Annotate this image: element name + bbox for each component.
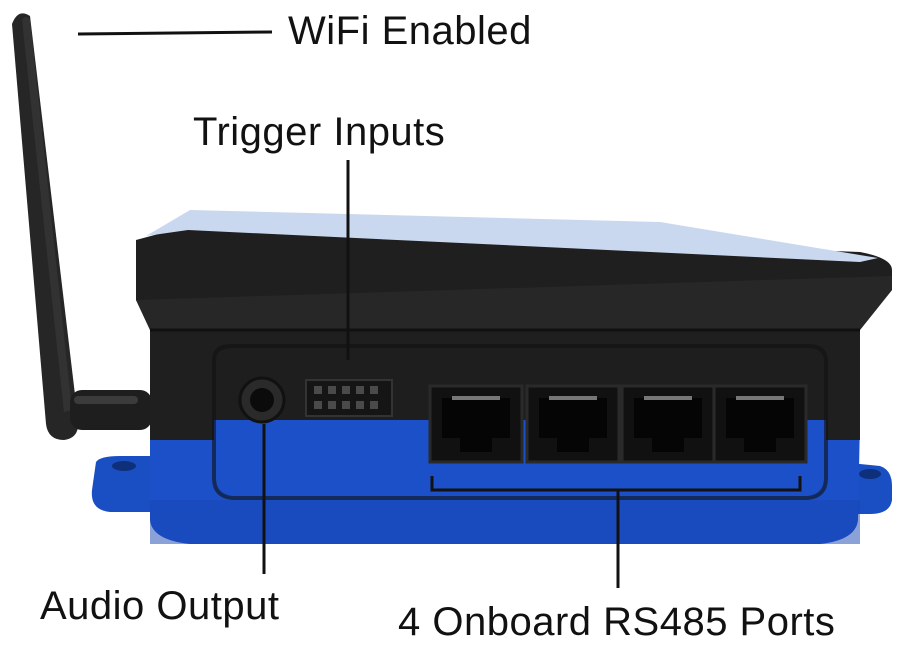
touchscreen [146,210,878,262]
wifi-callout-line [77,30,273,36]
audio-output-label: Audio Output [40,584,280,628]
rs485-ports-label: 4 Onboard RS485 Ports [398,600,836,644]
audio-jack-icon [238,376,286,424]
antenna-icon [12,13,152,440]
trigger-header-icon [305,379,393,417]
rs485-bracket [430,476,802,588]
rj45-port-3 [620,384,716,464]
rj45-port-2 [525,384,621,464]
wifi-enabled-label: WiFi Enabled [288,9,532,53]
rj45-port-1 [428,384,524,464]
trigger-inputs-label: Trigger Inputs [193,110,446,154]
rj45-port-4 [712,384,808,464]
